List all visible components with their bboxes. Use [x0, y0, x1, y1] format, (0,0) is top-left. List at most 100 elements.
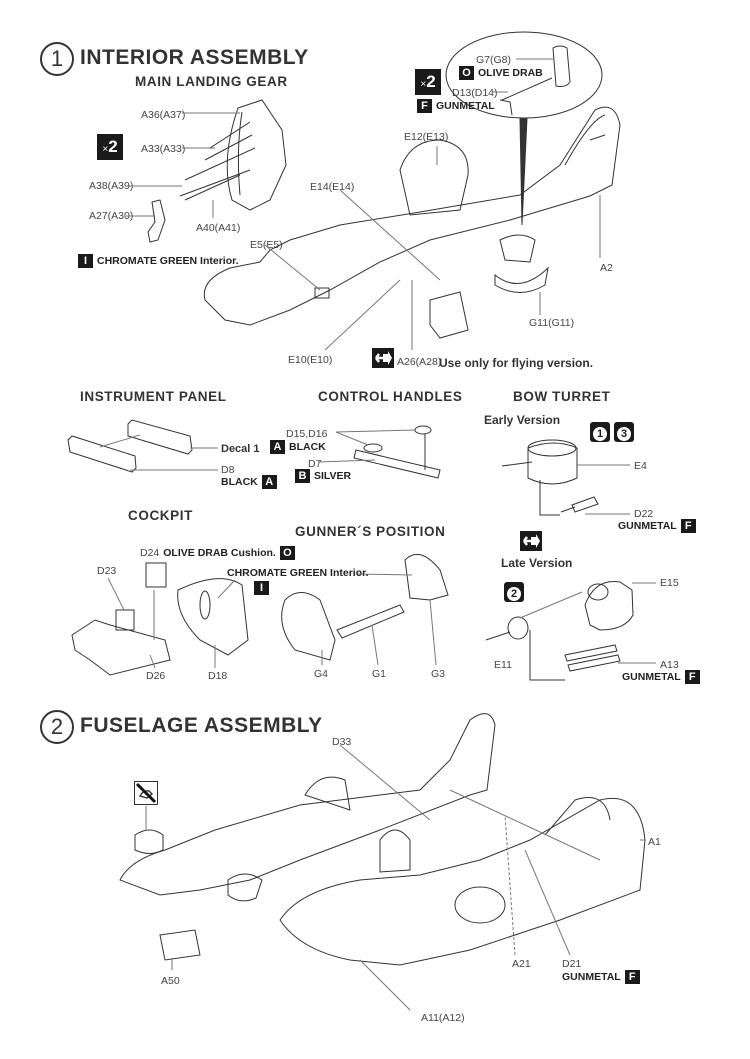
paint-note-chromate-green: I CHROMATE GREEN Interior. [78, 254, 239, 268]
quantity-badge-landing-gear: ×2 [97, 134, 123, 160]
paint-note-gunmetal-a13: GUNMETAL F [622, 670, 700, 684]
part-label-d18: D18 [208, 670, 228, 682]
paint-note-chromate-green-cockpit: CHROMATE GREEN Interior. [227, 567, 369, 579]
part-label-d7: D7 [308, 458, 322, 470]
paint-code-badge-cockpit: I [254, 581, 269, 595]
paint-note-gunmetal-detail: F GUNMETAL [417, 99, 495, 113]
paint-label: CHROMATE GREEN Interior. [227, 567, 369, 579]
part-label-d24: D24 [140, 547, 160, 559]
late-version-label: Late Version [501, 556, 573, 570]
part-label-a40: A40(A41) [196, 222, 241, 234]
paint-note-gunmetal-d22: GUNMETAL F [618, 519, 696, 533]
decal-label: Decal 1 [221, 443, 260, 455]
version-number: 3 [617, 427, 631, 441]
part-label-e11: E11 [494, 659, 512, 671]
paint-note-olive-drab-cushion: D24 OLIVE DRAB Cushion. O [140, 546, 295, 560]
cockpit-drawing [71, 562, 249, 676]
paint-code-badge: A [261, 475, 277, 489]
paint-note-silver: B SILVER [295, 469, 351, 483]
part-label-a27: A27(A30) [89, 210, 134, 222]
part-label-a11: A11(A12) [421, 1012, 465, 1024]
paint-note-black-handles: A BLACK [270, 440, 326, 454]
version-badge-1: 1 [590, 422, 610, 442]
late-version-arrows-icon [520, 531, 542, 551]
arrows-icon [373, 349, 393, 367]
flying-version-icon [372, 348, 394, 368]
paint-note-gunmetal-d21: GUNMETAL F [562, 970, 640, 984]
version-number: 1 [593, 427, 607, 441]
no-cement-icon [134, 781, 158, 805]
paint-code-badge: F [417, 99, 432, 113]
part-label-d13: D13(D14) [452, 87, 498, 99]
part-label-a1: A1 [648, 836, 661, 848]
paint-code-badge: I [78, 254, 93, 268]
part-label-d33: D33 [332, 736, 352, 748]
instrument-panel-title: INSTRUMENT PANEL [80, 389, 227, 404]
quantity-badge-detail: ×2 [415, 69, 441, 95]
part-label-g1: G1 [372, 668, 387, 680]
quantity-prefix: × [102, 144, 109, 155]
part-label-g11: G11(G11) [529, 317, 575, 329]
part-label-a13: A13 [660, 659, 679, 671]
step-1-number: 1 [40, 42, 74, 76]
paint-code-badge: O [279, 546, 295, 560]
flying-version-note: Use only for flying version. [439, 356, 594, 370]
part-label-d21: D21 [562, 958, 582, 970]
paint-code-badge: B [295, 469, 310, 483]
paint-label: OLIVE DRAB [478, 67, 543, 79]
part-label-a21: A21 [512, 958, 531, 970]
paint-code-badge: O [459, 66, 474, 80]
part-label-e14: E14(E14) [310, 181, 355, 193]
gunners-position-title: GUNNER´S POSITION [295, 524, 446, 539]
part-label-a33: A33(A33) [141, 143, 186, 155]
part-label-a2: A2 [600, 262, 613, 274]
part-label-a36: A36(A37) [141, 109, 186, 121]
paint-label: BLACK [289, 441, 326, 453]
paint-label: GUNMETAL [622, 671, 681, 683]
bow-turret-title: BOW TURRET [513, 389, 611, 404]
landing-gear-drawing [126, 99, 287, 243]
paint-code-badge: F [680, 519, 696, 533]
part-label-d26: D26 [146, 670, 166, 682]
fuselage-half-drawing [203, 106, 621, 351]
paint-label: GUNMETAL [562, 971, 621, 983]
bow-turret-early-drawing [501, 439, 630, 516]
part-label-e4: E4 [634, 460, 647, 472]
part-label-g7: G7(G8) [476, 54, 512, 66]
part-label-a50: A50 [161, 975, 180, 987]
version-badge-3: 3 [614, 422, 634, 442]
detail-callout-drawing [445, 31, 603, 226]
instrument-panel-drawing [67, 419, 218, 473]
part-label-g3: G3 [431, 668, 446, 680]
part-label-e15: E15 [660, 577, 679, 589]
control-handles-drawing [317, 425, 441, 479]
version-number: 2 [507, 587, 521, 601]
quantity-prefix: × [420, 79, 427, 90]
paint-label: BLACK [221, 476, 258, 488]
early-version-label: Early Version [484, 413, 561, 427]
paint-label: CHROMATE GREEN Interior. [97, 255, 239, 267]
part-label-a26: A26(A28) [397, 356, 442, 368]
paint-code-badge: F [624, 970, 640, 984]
step-2-title: FUSELAGE ASSEMBLY [80, 714, 323, 737]
part-label-e10: E10(E10) [288, 354, 333, 366]
fuselage-assembly-drawing [119, 713, 646, 1011]
paint-code-badge: F [684, 670, 700, 684]
paint-code-badge: A [270, 440, 285, 454]
paint-note-olive-drab: O OLIVE DRAB [459, 66, 543, 80]
cockpit-title: COCKPIT [128, 508, 193, 523]
version-badge-2: 2 [504, 582, 524, 602]
main-landing-gear-title: MAIN LANDING GEAR [135, 74, 288, 89]
part-label-d22: D22 [634, 508, 654, 520]
paint-label: OLIVE DRAB Cushion. [163, 547, 276, 559]
paint-label: GUNMETAL [436, 100, 495, 112]
quantity-value: 2 [108, 137, 118, 156]
arrows-icon [521, 532, 541, 550]
bow-turret-late-drawing [485, 580, 656, 681]
step-2-number: 2 [40, 710, 74, 744]
control-handles-title: CONTROL HANDLES [318, 389, 463, 404]
part-label-d8: D8 [221, 464, 235, 476]
quantity-value: 2 [426, 72, 436, 91]
part-label-d23: D23 [97, 565, 117, 577]
